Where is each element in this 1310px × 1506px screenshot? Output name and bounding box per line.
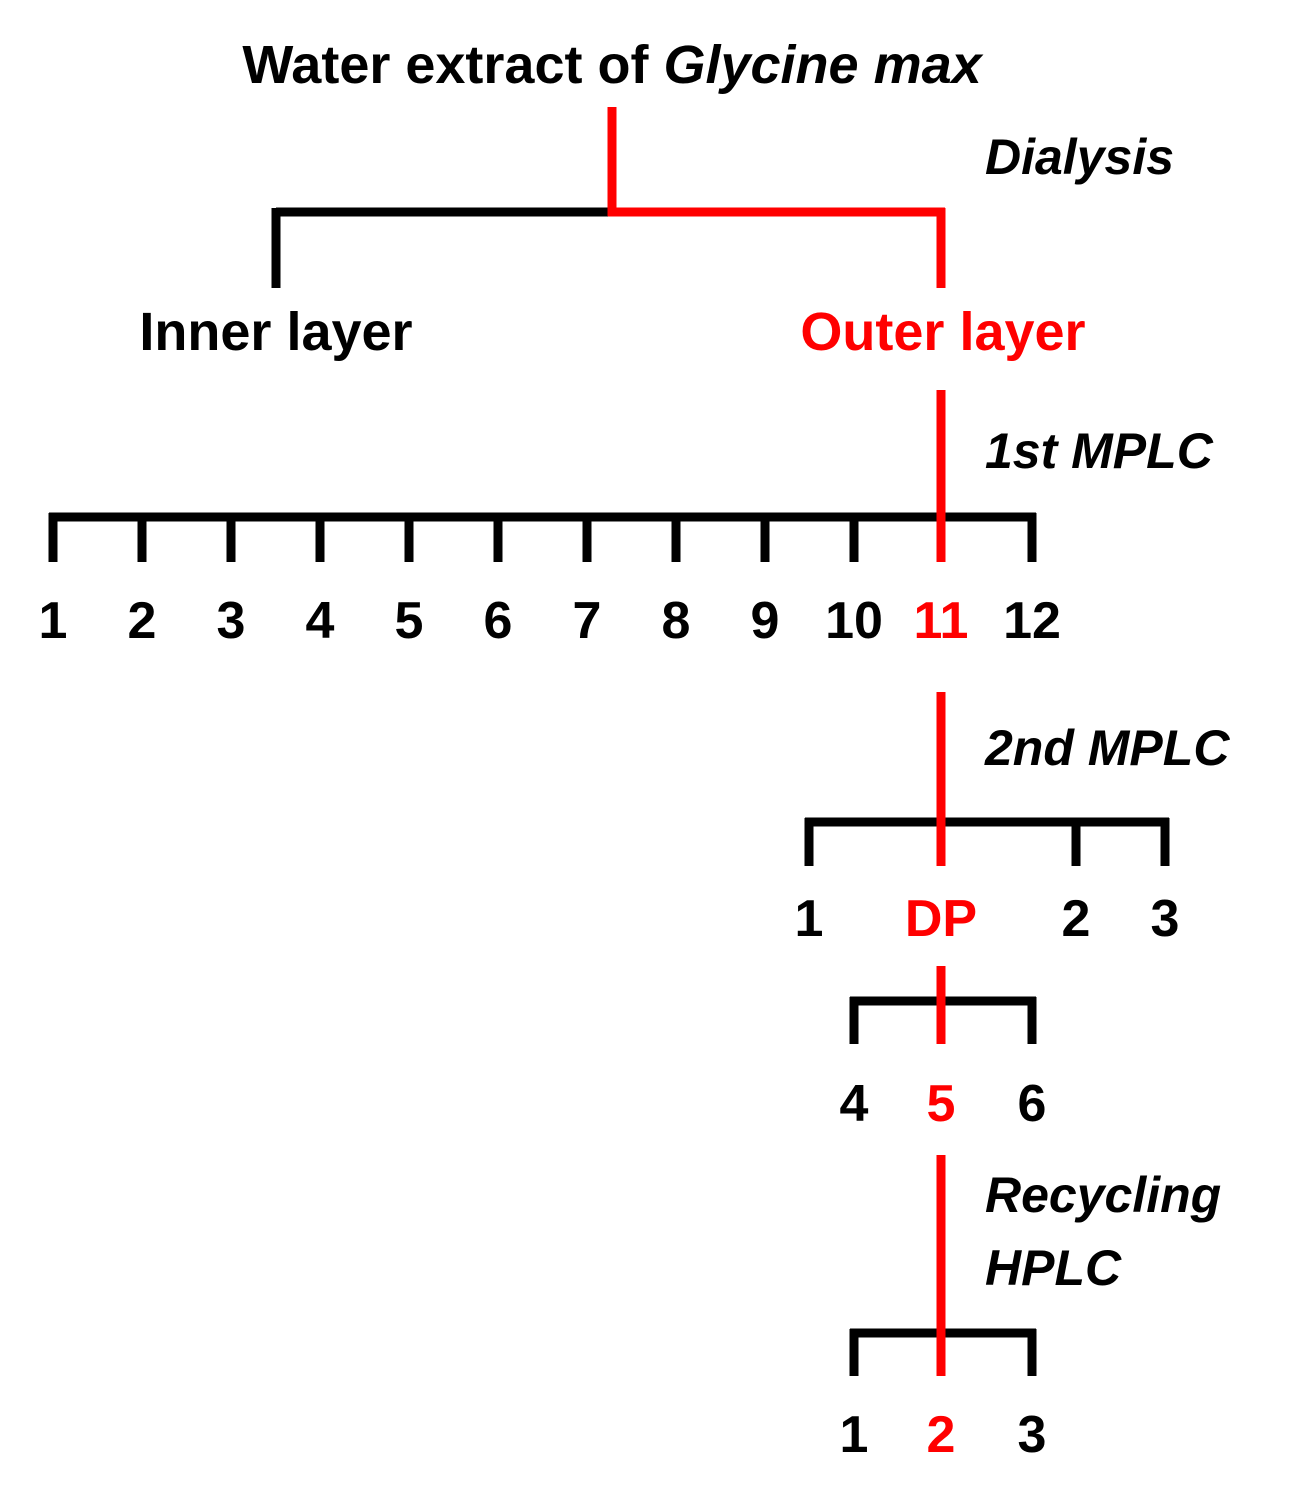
step-hplc-line2: HPLC bbox=[985, 1240, 1122, 1296]
hplc-fraction-labels: 1 2 3 bbox=[840, 1406, 1047, 1464]
mplc2-bracket bbox=[804, 817, 1170, 866]
mplc2-fraction-dp: DP bbox=[905, 890, 977, 948]
sub-fraction-6: 6 bbox=[1018, 1075, 1047, 1133]
mplc1-fraction-8: 8 bbox=[662, 592, 691, 650]
step-hplc-line1: Recycling bbox=[985, 1167, 1221, 1223]
title-species: Glycine max bbox=[663, 35, 983, 95]
mplc1-bracket bbox=[48, 512, 1037, 562]
hplc-fraction-3: 3 bbox=[1018, 1406, 1047, 1464]
sub-fraction-4: 4 bbox=[840, 1075, 869, 1133]
mplc1-fraction-10: 10 bbox=[825, 592, 883, 650]
mplc1-fraction-3: 3 bbox=[217, 592, 246, 650]
mplc1-fraction-labels: 1 2 3 4 5 6 7 8 9 10 11 12 bbox=[39, 592, 1061, 650]
inner-layer-label: Inner layer bbox=[139, 302, 412, 362]
mplc1-fraction-9: 9 bbox=[751, 592, 780, 650]
outer-layer-label: Outer layer bbox=[800, 302, 1085, 362]
mplc2-fraction-3: 3 bbox=[1151, 890, 1180, 948]
step-mplc2: 2nd MPLC bbox=[984, 720, 1230, 776]
mplc2-fraction-2: 2 bbox=[1062, 890, 1091, 948]
mplc1-fraction-2: 2 bbox=[128, 592, 157, 650]
mplc1-fraction-1: 1 bbox=[39, 592, 68, 650]
dialysis-branch bbox=[271, 107, 946, 288]
mplc2-fraction-1: 1 bbox=[795, 890, 824, 948]
title-prefix: Water extract of bbox=[242, 35, 663, 95]
mplc1-fraction-6: 6 bbox=[484, 592, 513, 650]
sub-fraction-labels: 4 5 6 bbox=[840, 1075, 1047, 1133]
sub-fraction-5: 5 bbox=[927, 1075, 956, 1133]
mplc2-fraction-labels: 1 DP 2 3 bbox=[795, 890, 1180, 948]
mplc1-fraction-4: 4 bbox=[306, 592, 335, 650]
mplc1-fraction-12: 12 bbox=[1003, 592, 1061, 650]
mplc1-fraction-5: 5 bbox=[395, 592, 424, 650]
hplc-fraction-1: 1 bbox=[840, 1406, 869, 1464]
mplc1-fraction-11: 11 bbox=[914, 592, 969, 650]
step-dialysis: Dialysis bbox=[985, 129, 1174, 185]
hplc-fraction-2: 2 bbox=[927, 1406, 956, 1464]
mplc1-fraction-7: 7 bbox=[573, 592, 602, 650]
diagram-title: Water extract of Glycine max bbox=[242, 35, 983, 95]
step-mplc1: 1st MPLC bbox=[985, 423, 1214, 479]
